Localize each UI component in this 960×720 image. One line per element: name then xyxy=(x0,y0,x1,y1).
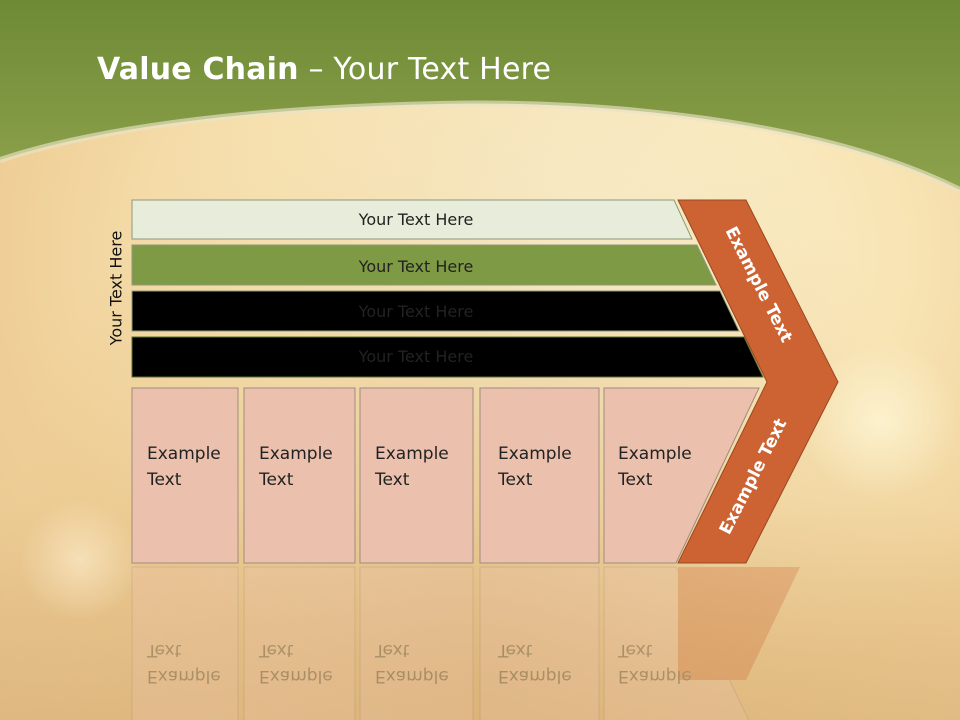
activity-box-3[interactable]: Example Text xyxy=(359,387,474,564)
reflection-text: Example xyxy=(375,666,449,686)
page-title: Value Chain – Your Text Here xyxy=(97,52,551,87)
reflection-text: Text xyxy=(374,640,410,660)
activity-box-line2: Text xyxy=(374,470,410,490)
reflection-text: Text xyxy=(258,640,294,660)
activity-box-line2: Text xyxy=(258,470,294,490)
reflection-chevron xyxy=(678,567,800,680)
reflection-text: Text xyxy=(497,640,533,660)
support-bar-label: Your Text Here xyxy=(358,302,474,321)
reflection-box xyxy=(243,566,356,720)
reflection-text: Text xyxy=(617,640,653,660)
support-bar-shape xyxy=(131,199,693,240)
reflection-text: Example xyxy=(618,666,692,686)
support-bar-3[interactable]: Your Text Here xyxy=(131,290,740,332)
support-bar-2[interactable]: Your Text Here xyxy=(131,244,717,286)
support-bar-shape xyxy=(131,290,740,332)
title-rest: – Your Text Here xyxy=(298,52,552,87)
chevron-shape xyxy=(677,199,839,564)
reflection-text: Text xyxy=(146,640,182,660)
support-bars: Your Text Here Your Text Here Your Text … xyxy=(131,199,764,378)
activity-boxes: Example Text Example Text Example Text E… xyxy=(131,387,760,564)
activity-box-1[interactable]: Example Text xyxy=(131,387,239,564)
title-bold: Value Chain xyxy=(97,52,299,87)
activity-box-shape xyxy=(479,387,600,564)
reflection-box xyxy=(359,566,474,720)
activity-box-shape xyxy=(603,387,760,564)
reflection-box xyxy=(131,566,239,720)
activity-box-2[interactable]: Example Text xyxy=(243,387,356,564)
support-bar-label: Your Text Here xyxy=(358,347,474,366)
activity-box-line2: Text xyxy=(617,470,653,490)
activity-box-shape xyxy=(131,387,239,564)
header-band xyxy=(0,0,960,193)
activity-box-line1: Example xyxy=(375,444,449,464)
reflection-text: Example xyxy=(147,666,221,686)
reflection-text: Example xyxy=(259,666,333,686)
activity-box-line1: Example xyxy=(618,444,692,464)
support-bar-shape xyxy=(131,336,764,378)
activity-box-line1: Example xyxy=(147,444,221,464)
activity-box-line2: Text xyxy=(146,470,182,490)
activity-box-4[interactable]: Example Text xyxy=(479,387,600,564)
activity-box-line1: Example xyxy=(259,444,333,464)
support-bar-label: Your Text Here xyxy=(358,210,474,229)
reflection-box xyxy=(479,566,600,720)
activity-box-line2: Text xyxy=(497,470,533,490)
support-bar-1[interactable]: Your Text Here xyxy=(131,199,693,240)
support-bar-4[interactable]: Your Text Here xyxy=(131,336,764,378)
support-bar-label: Your Text Here xyxy=(358,257,474,276)
reflection-text: Example xyxy=(498,666,572,686)
diagram-reflection: Text Example Text Example Text Example T… xyxy=(131,566,800,720)
activity-box-line1: Example xyxy=(498,444,572,464)
activity-box-shape xyxy=(243,387,356,564)
activity-box-shape xyxy=(359,387,474,564)
support-bar-shape xyxy=(131,244,717,286)
activity-box-5[interactable]: Example Text xyxy=(603,387,760,564)
reflection-box xyxy=(603,566,750,720)
